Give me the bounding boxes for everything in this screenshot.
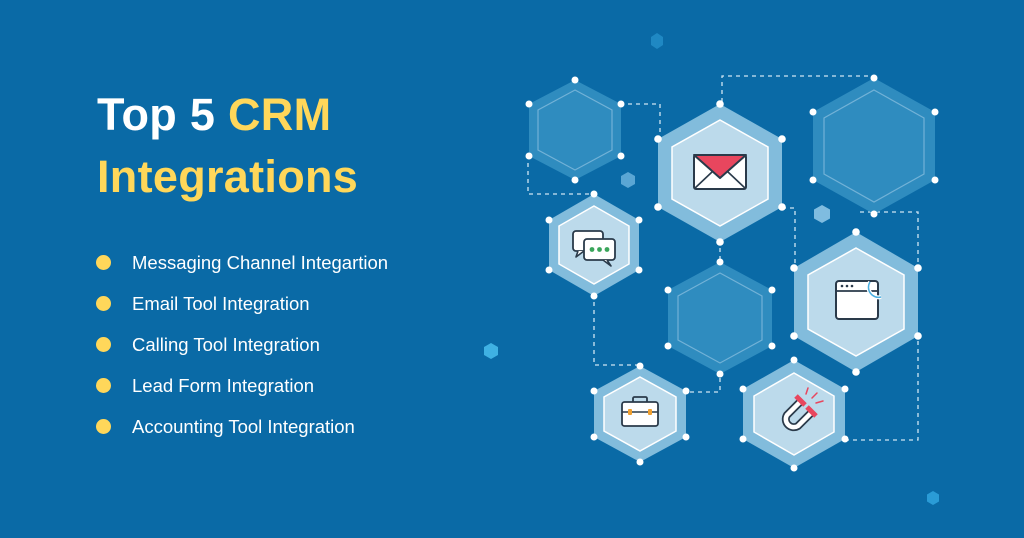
list-item: Calling Tool Integration bbox=[96, 324, 388, 365]
list-item-label: Email Tool Integration bbox=[132, 292, 310, 314]
list-item: Accounting Tool Integration bbox=[96, 406, 388, 447]
list-item-label: Lead Form Integration bbox=[132, 374, 315, 396]
browser-window-icon bbox=[835, 280, 882, 320]
chat-bubbles-icon bbox=[572, 230, 616, 267]
list-item-label: Messaging Channel Integartion bbox=[132, 251, 389, 273]
list-item: Messaging Channel Integartion bbox=[96, 242, 388, 283]
hexagon-magnet bbox=[739, 356, 849, 472]
magnet-icon bbox=[781, 387, 824, 432]
hexagon-briefcase bbox=[590, 362, 690, 466]
floating-hexagons bbox=[484, 33, 939, 505]
headline: Top 5 CRM Integrations bbox=[97, 84, 358, 208]
list-item: Lead Form Integration bbox=[96, 365, 388, 406]
headline-integrations: Integrations bbox=[97, 151, 359, 202]
integrations-list: Messaging Channel Integartion Email Tool… bbox=[96, 242, 388, 447]
briefcase-icon bbox=[621, 396, 659, 427]
list-item-label: Accounting Tool Integration bbox=[132, 415, 355, 437]
hexagon-top-left bbox=[525, 76, 625, 184]
headline-crm: CRM bbox=[227, 89, 332, 140]
connector-lines bbox=[527, 75, 919, 441]
bullet-icon bbox=[96, 255, 111, 270]
hexagon-email bbox=[654, 100, 786, 246]
bullet-icon bbox=[96, 419, 111, 434]
bullet-icon bbox=[96, 378, 111, 393]
envelope-icon bbox=[693, 154, 747, 190]
list-item: Email Tool Integration bbox=[96, 283, 388, 324]
hexagon-browser bbox=[790, 228, 922, 376]
hexagon-top-right bbox=[809, 74, 939, 218]
hexagon-center bbox=[664, 258, 776, 378]
bullet-icon bbox=[96, 296, 111, 311]
headline-top: Top 5 bbox=[97, 89, 228, 140]
bullet-icon bbox=[96, 337, 111, 352]
hexagon-chat bbox=[545, 190, 643, 300]
list-item-label: Calling Tool Integration bbox=[132, 333, 320, 355]
